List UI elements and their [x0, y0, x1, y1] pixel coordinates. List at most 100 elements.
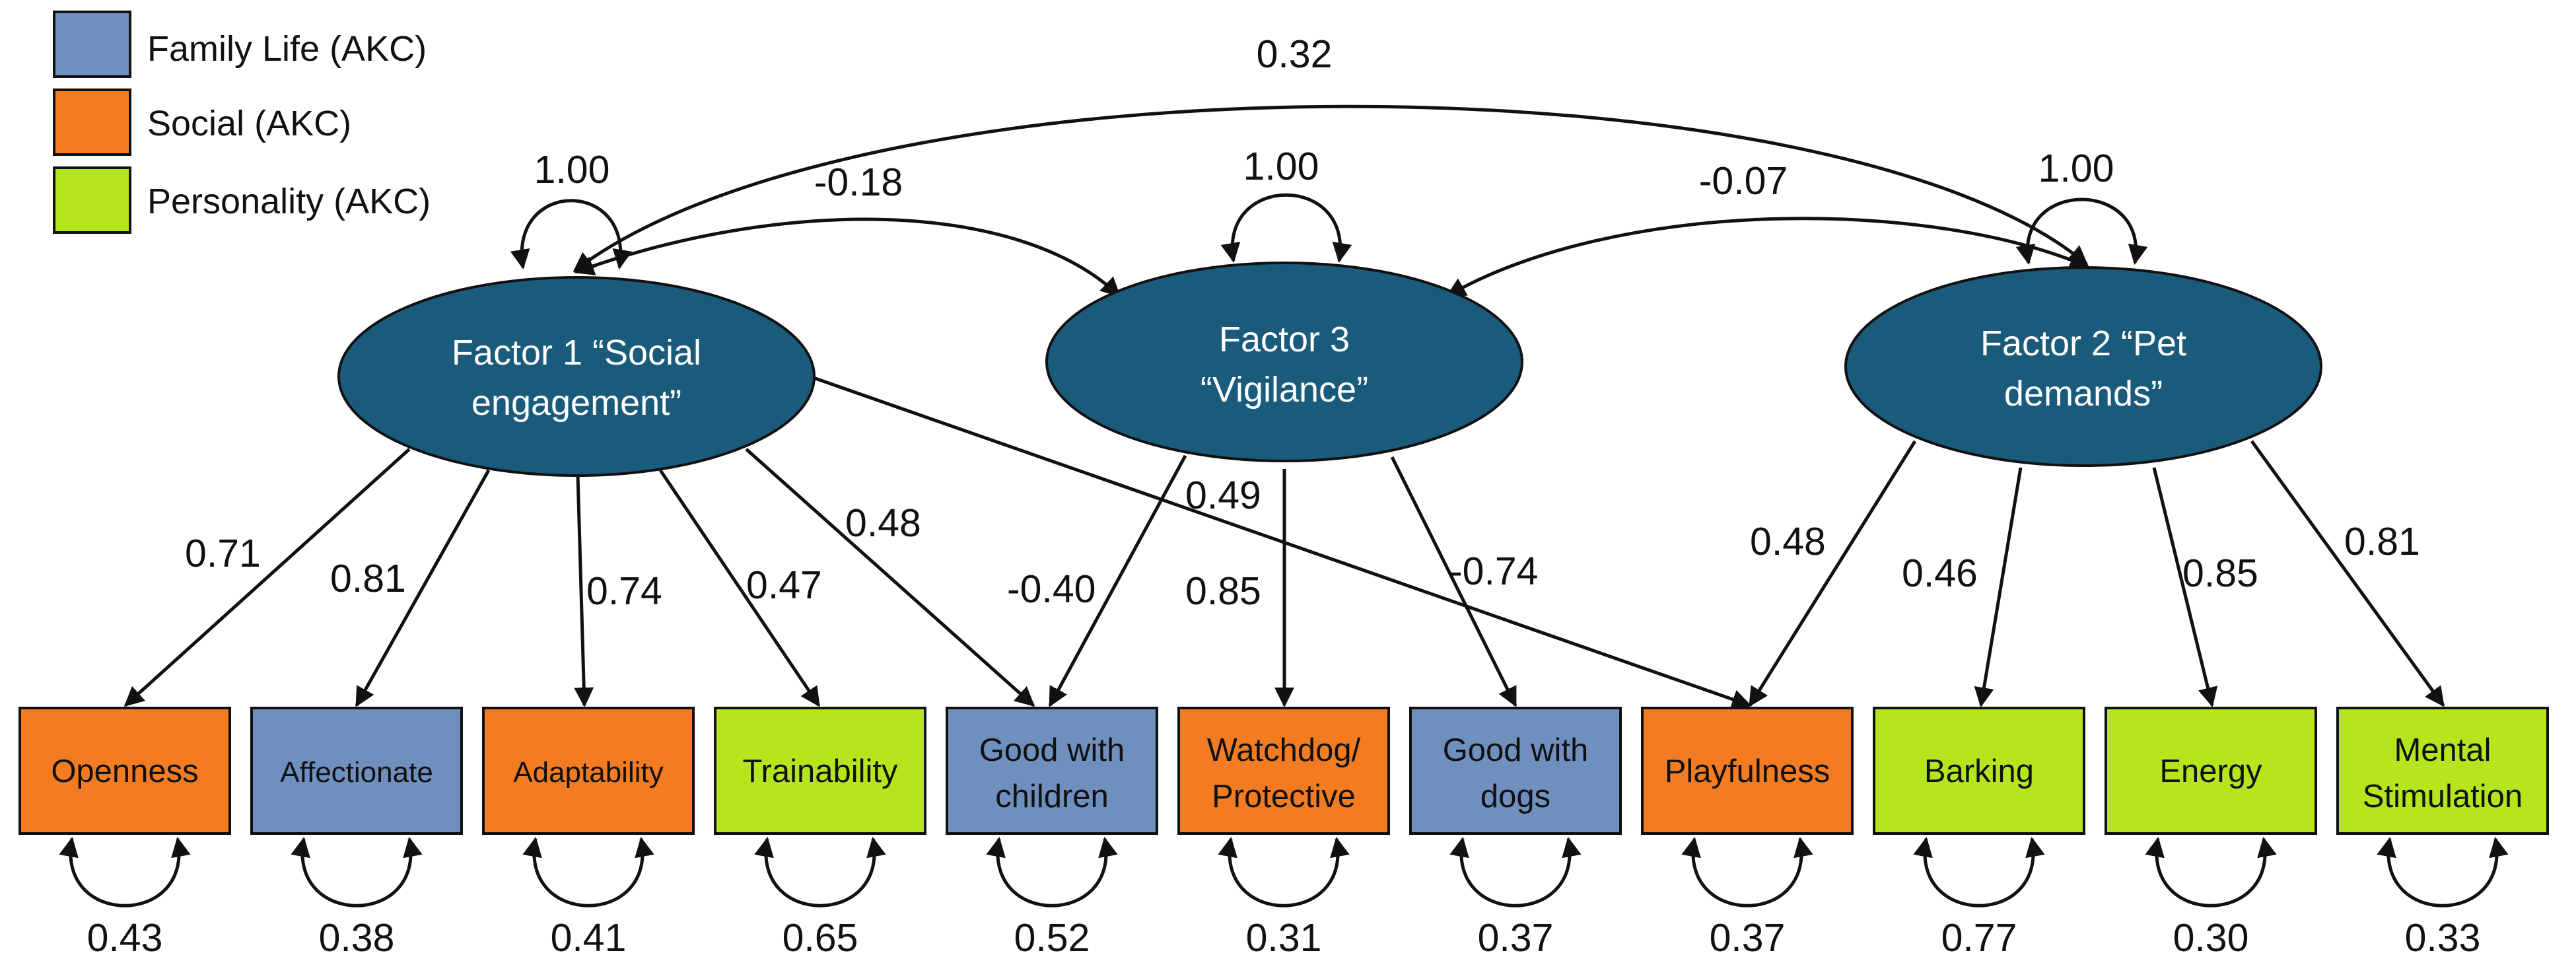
residual-label-affectionate: 0.38: [319, 916, 395, 959]
residual-label-watchdog-protective: 0.31: [1246, 916, 1322, 959]
indicator-box-adaptability: [482, 707, 695, 835]
indicator-box-energy: [2105, 707, 2317, 835]
factor-pet-demands: Factor 2 “Pet demands”: [1844, 266, 2322, 467]
loading-path-f1-good-with-children: [745, 448, 1035, 707]
residual-label-adaptability: 0.41: [551, 916, 627, 959]
factor-label-vigilance-line2: “Vigilance”: [1201, 370, 1368, 409]
loading-label-good-with-dogs: -0.74: [1449, 550, 1538, 593]
legend-label-social: Social (AKC): [147, 104, 351, 143]
indicator-box-playfulness: [1641, 707, 1854, 835]
loading-path-f2-barking: [1974, 467, 2023, 707]
factor-ellipse-social-engagement: [337, 276, 816, 477]
variance-label-f3: 1.00: [1243, 145, 1319, 188]
legend-swatch-personality: [53, 166, 131, 234]
indicator-openness: Openness 0.43: [18, 707, 231, 959]
indicator-barking: Barking 0.77: [1873, 707, 2085, 959]
loading-path-f2-mental-stimulation: [2250, 440, 2445, 707]
loading-path-f2-energy: [2152, 467, 2218, 707]
loading-paths: [123, 376, 2445, 709]
residual-loop-playfulness: [1681, 837, 1813, 907]
indicator-box-affectionate: [250, 707, 463, 835]
covariance-label-f1-f2: 0.32: [1257, 32, 1333, 76]
indicator-box-barking: [1873, 707, 2085, 835]
factor-variance-loops: 1.00 1.00 1.00: [510, 145, 2148, 269]
indicator-label-good-with-children-line1: Good with: [979, 732, 1125, 768]
factor-label-social-engagement-line2: engagement”: [471, 383, 681, 423]
residual-label-barking: 0.77: [1941, 916, 2017, 959]
loading-path-f3-good-with-children: [1048, 454, 1187, 707]
factor-ellipse-pet-demands: [1844, 266, 2322, 467]
indicator-label-playfulness: Playfulness: [1665, 754, 1830, 789]
loading-path-f1-openness: [123, 448, 411, 707]
residual-loop-mental-stimulation: [2377, 837, 2509, 907]
indicator-label-openness: Openness: [51, 754, 198, 789]
factor-vigilance: Factor 3 “Vigilance”: [1045, 262, 1523, 462]
indicator-label-good-with-dogs-line1: Good with: [1443, 732, 1589, 768]
loading-label-good-with-children-f3: -0.40: [1007, 567, 1096, 611]
indicator-box-good-with-children: [946, 707, 1158, 835]
residual-loop-good-with-dogs: [1449, 837, 1582, 907]
residual-loop-trainability: [754, 837, 886, 907]
covariance-arc-f3-f2: [1445, 217, 2090, 298]
legend-swatch-social: [53, 89, 131, 156]
indicator-trainability: Trainability 0.65: [714, 707, 926, 959]
indicator-label-mental-stimulation-line1: Mental: [2394, 732, 2491, 768]
indicator-playfulness: Playfulness 0.37: [1641, 707, 1854, 959]
variance-loop-f2: [2015, 197, 2148, 265]
indicator-box-good-with-dogs: [1409, 707, 1622, 835]
loading-labels: 0.71 0.81 0.74 0.47 0.48 -0.40 0.85 -0.7…: [185, 474, 2420, 613]
loading-path-f2-playfulness: [1748, 440, 1917, 707]
residual-label-good-with-children: 0.52: [1014, 916, 1090, 959]
loading-label-openness: 0.71: [185, 532, 261, 575]
indicator-boxes: Openness 0.43 Affectionate 0.38 Adaptability…: [18, 707, 2549, 959]
factor-label-pet-demands-line2: demands”: [2004, 374, 2163, 413]
loading-label-energy: 0.85: [2182, 551, 2258, 595]
indicator-label-energy: Energy: [2159, 754, 2262, 789]
residual-label-playfulness: 0.37: [1710, 916, 1786, 959]
factor-label-pet-demands-line1: Factor 2 “Pet: [1980, 324, 2186, 363]
residual-loop-watchdog-protective: [1218, 837, 1350, 907]
indicator-label-watchdog-protective-line1: Watchdog/: [1207, 732, 1361, 768]
loading-label-adaptability: 0.74: [586, 569, 662, 613]
factor-label-social-engagement-line1: Factor 1 “Social: [452, 333, 701, 373]
indicator-label-good-with-children-line2: children: [995, 779, 1109, 814]
legend: Family Life (AKC) Social (AKC) Personali…: [53, 11, 431, 234]
variance-label-f2: 1.00: [2038, 147, 2114, 190]
residual-label-openness: 0.43: [87, 916, 163, 959]
residual-label-mental-stimulation: 0.33: [2405, 916, 2481, 959]
residual-loop-good-with-children: [986, 837, 1118, 907]
indicator-label-trainability: Trainability: [742, 754, 898, 789]
loading-path-f1-trainability: [658, 469, 821, 707]
loading-label-affectionate: 0.81: [330, 557, 406, 600]
variance-loop-f1: [510, 199, 633, 269]
factor-social-engagement: Factor 1 “Social engagement”: [337, 276, 816, 477]
factor-ellipse-vigilance: [1045, 262, 1523, 462]
loading-label-trainability: 0.47: [746, 563, 822, 607]
residual-label-good-with-dogs: 0.37: [1478, 916, 1554, 959]
residual-label-trainability: 0.65: [783, 916, 858, 959]
indicator-box-watchdog-protective: [1177, 707, 1390, 835]
residual-loop-openness: [59, 837, 191, 907]
indicator-good-with-children: Good with children 0.52: [946, 707, 1158, 959]
covariance-arc-f1-f2: [573, 104, 2089, 272]
indicator-box-openness: [18, 707, 231, 835]
residual-loop-affectionate: [291, 837, 423, 907]
loading-label-playfulness-f1: 0.49: [1185, 474, 1261, 517]
legend-swatch-family-life: [53, 11, 131, 78]
indicator-box-mental-stimulation: [2336, 707, 2549, 835]
indicator-label-affectionate: Affectionate: [280, 756, 433, 789]
covariance-label-f3-f2: -0.07: [1699, 159, 1788, 203]
factor-label-vigilance-line1: Factor 3: [1219, 320, 1350, 359]
residual-loop-energy: [2145, 837, 2277, 907]
loading-label-mental-stimulation: 0.81: [2344, 520, 2420, 563]
loading-path-f3-good-with-dogs: [1390, 456, 1517, 707]
loading-path-f1-affectionate: [355, 469, 491, 707]
indicator-label-barking: Barking: [1924, 754, 2034, 789]
loading-path-f1-playfulness: [813, 376, 1752, 709]
indicator-affectionate: Affectionate 0.38: [250, 707, 463, 959]
